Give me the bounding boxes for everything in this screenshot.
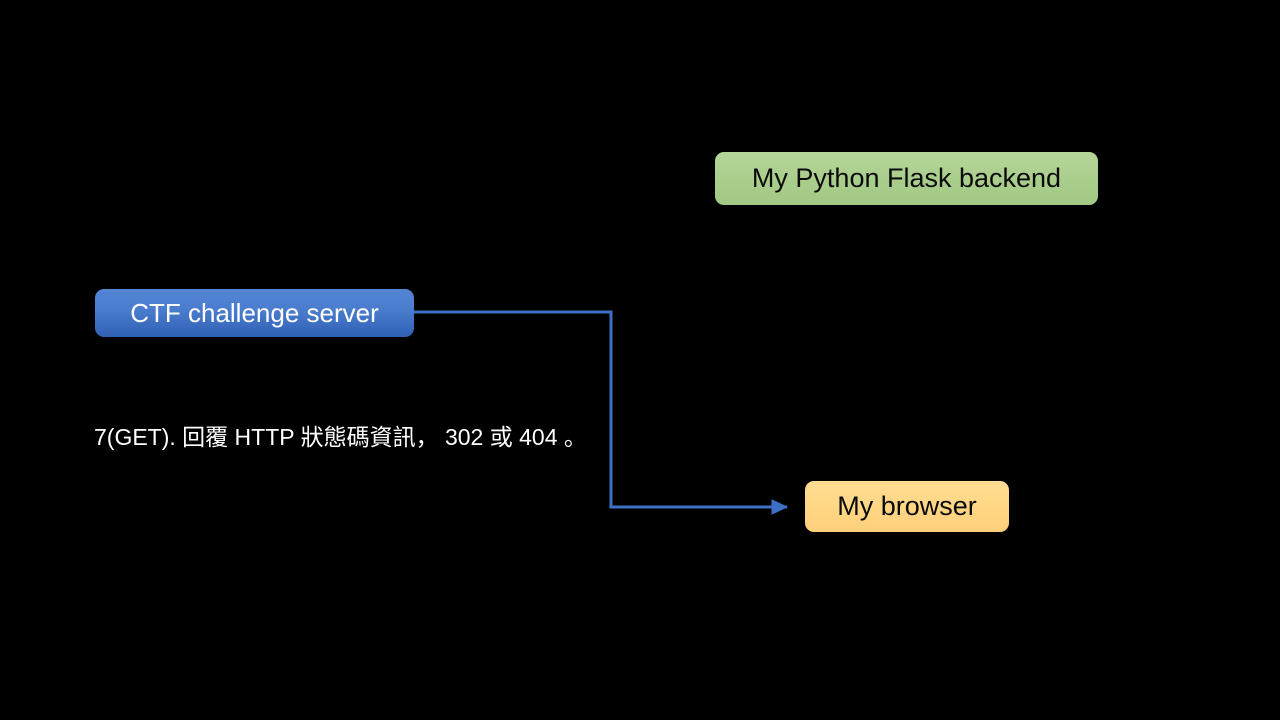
- caption-step-7: 7(GET). 回覆 HTTP 狀態碼資訊， 302 或 404 。: [94, 424, 587, 450]
- node-my-browser[interactable]: My browser: [805, 481, 1009, 532]
- node-ctf-challenge-server-label: CTF challenge server: [130, 298, 379, 328]
- node-flask-backend-label: My Python Flask backend: [751, 163, 1062, 193]
- node-ctf-challenge-server[interactable]: CTF challenge server: [95, 289, 414, 337]
- connector-path: [414, 310, 789, 515]
- node-flask-backend[interactable]: My Python Flask backend: [715, 152, 1098, 205]
- node-my-browser-label: My browser: [837, 491, 977, 521]
